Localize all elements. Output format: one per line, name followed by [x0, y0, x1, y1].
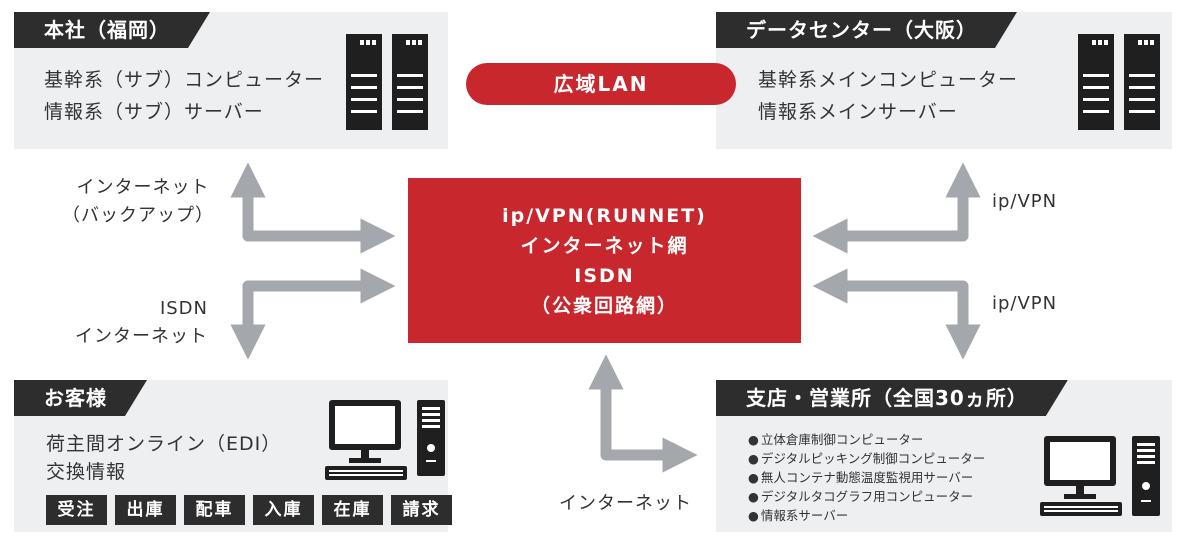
branch-conn-label: ip/VPN	[992, 293, 1058, 314]
customer-conn-label-1: ISDN	[159, 298, 208, 319]
network-hub: ip/VPN(RUNNET) インターネット網 ISDN （公衆回路網）	[408, 178, 801, 343]
chip-receiving: 入庫	[253, 495, 314, 525]
chip-dispatch: 配車	[184, 495, 245, 525]
server-icon	[346, 34, 428, 130]
wide-area-lan-pill: 広域LAN	[466, 63, 736, 105]
hq-line-2: 情報系（サブ）サーバー	[44, 101, 264, 123]
arrow-dc-center	[812, 162, 981, 254]
desktop-computer-icon	[325, 400, 445, 480]
customer-line-2: 交換情報	[46, 461, 127, 483]
branch-item: 情報系サーバー	[748, 506, 985, 525]
dc-conn-label: ip/VPN	[992, 191, 1058, 212]
server-icon	[1078, 34, 1160, 130]
customer-tag: お客様	[14, 380, 147, 416]
branch-item: 無人コンテナ動態温度監視用サーバー	[748, 468, 985, 487]
customer-line-1: 荷主間オンライン（EDI）	[46, 433, 282, 455]
hub-line-3: ISDN	[574, 264, 635, 287]
chip-billing: 請求	[391, 495, 452, 525]
chip-shipping: 出庫	[115, 495, 176, 525]
arrow-customer-center	[230, 268, 396, 360]
arrow-branch-center	[812, 268, 981, 360]
branch-item: デジタルピッキング制御コンピューター	[748, 449, 985, 468]
branch-item: 立体倉庫制御コンピューター	[748, 430, 985, 449]
branch-item: デジタルタコグラフ用コンピューター	[748, 487, 985, 506]
datacenter-tag: データセンター（大阪）	[716, 12, 1017, 48]
arrow-hq-center	[230, 162, 396, 254]
hq-conn-label-2: （バックアップ）	[62, 205, 214, 226]
branch-tag: 支店・営業所（全国30ヵ所）	[716, 380, 1068, 416]
customer-conn-label-2: インターネット	[75, 326, 208, 347]
chip-inventory: 在庫	[322, 495, 383, 525]
hub-line-2: インターネット網	[520, 234, 689, 257]
datacenter-line-1: 基幹系メインコンピューター	[758, 69, 1019, 91]
arrow-center-branch-bottom	[588, 354, 698, 473]
edi-chips: 受注 出庫 配車 入庫 在庫 請求	[46, 495, 452, 525]
bottom-conn-label: インターネット	[559, 493, 692, 514]
hq-tag: 本社（福岡）	[14, 12, 210, 48]
hub-line-4: （公衆回路網）	[530, 294, 678, 317]
hq-conn-label-1: インターネット	[76, 177, 210, 198]
datacenter-line-2: 情報系メインサーバー	[758, 101, 958, 123]
desktop-computer-icon	[1040, 436, 1160, 516]
branch-list: 立体倉庫制御コンピューター デジタルピッキング制御コンピューター 無人コンテナ動…	[748, 430, 985, 525]
hub-line-1: ip/VPN(RUNNET)	[502, 204, 707, 227]
hq-line-1: 基幹系（サブ）コンピューター	[44, 69, 325, 91]
chip-order: 受注	[46, 495, 107, 525]
